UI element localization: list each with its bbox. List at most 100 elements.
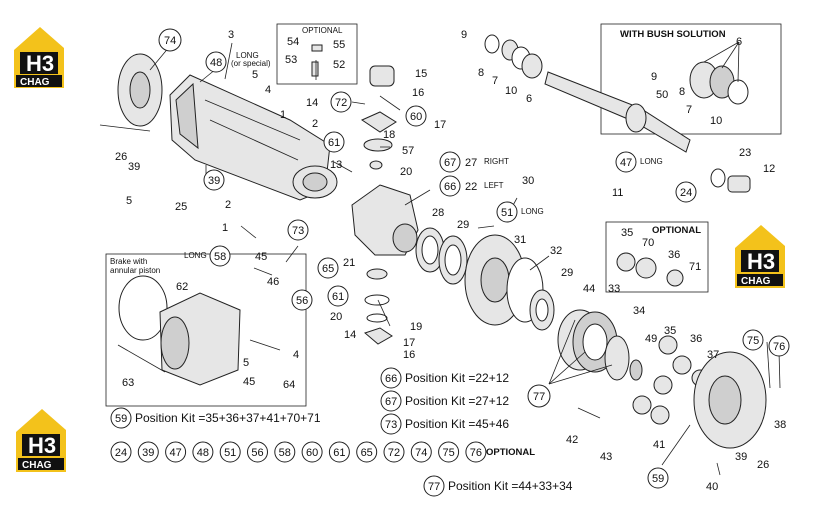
note-long: LONG <box>184 251 207 260</box>
callout-60: 60 <box>410 111 422 123</box>
callout-61: 61 <box>328 137 340 149</box>
kit-66-number: 66 <box>385 373 397 385</box>
logo-name-text: CHAG <box>20 77 50 88</box>
note-brake-1: Brake with <box>110 257 147 266</box>
callout-4: 4 <box>293 349 299 361</box>
callout-57: 57 <box>402 145 414 157</box>
callout-10: 10 <box>710 115 722 127</box>
callout-20: 20 <box>330 311 342 323</box>
hub-cover-41 <box>693 351 767 449</box>
optional-part-65: 65 <box>361 447 373 459</box>
callout-circle <box>496 201 518 223</box>
callout-6: 6 <box>736 36 742 48</box>
optional-part-circle <box>301 441 323 463</box>
optional-part-circle <box>410 441 432 463</box>
callout-71: 71 <box>689 261 701 273</box>
callout-5: 5 <box>243 357 249 369</box>
optional-part-39: 39 <box>142 447 154 459</box>
optional-part-74: 74 <box>415 447 427 459</box>
callout-59: 59 <box>652 473 664 485</box>
callout-2: 2 <box>225 199 231 211</box>
kit-59-text: Position Kit =35+36+37+41+70+71 <box>135 411 321 425</box>
steering-knuckle <box>351 184 419 256</box>
callout-70: 70 <box>642 237 654 249</box>
callout-51: 51 <box>501 207 513 219</box>
callout-61: 61 <box>332 291 344 303</box>
optional-part-56: 56 <box>251 447 263 459</box>
callout-37: 37 <box>707 349 719 361</box>
kit-77: 77 Position Kit =44+33+34 <box>423 475 573 497</box>
callout-47: 47 <box>620 157 632 169</box>
note-right: RIGHT <box>484 157 509 166</box>
callout-72: 72 <box>335 97 347 109</box>
callout-28: 28 <box>432 207 444 219</box>
callout-31: 31 <box>514 234 526 246</box>
callout-7: 7 <box>492 75 498 87</box>
callout-39: 39 <box>735 451 747 463</box>
callout-54: 54 <box>287 36 299 48</box>
planet-gears <box>632 335 709 425</box>
callout-26: 26 <box>757 459 769 471</box>
lower-pivot-parts <box>363 268 393 345</box>
axle-housing <box>169 74 338 201</box>
callout-9: 9 <box>461 29 467 41</box>
callout-42: 42 <box>566 434 578 446</box>
callout-circle <box>158 28 182 52</box>
callout-46: 46 <box>267 276 279 288</box>
callout-55: 55 <box>333 39 345 51</box>
drive-shaft <box>544 71 691 153</box>
optional-part-circle <box>137 441 159 463</box>
callout-52: 52 <box>333 59 345 71</box>
callout-14: 14 <box>306 97 318 109</box>
callout-10: 10 <box>505 85 517 97</box>
callout-11: 11 <box>612 187 623 199</box>
callout-67: 67 <box>444 157 456 169</box>
logo-bottom-left: H3 CHAG <box>16 409 66 472</box>
note-optional-gear: OPTIONAL <box>652 225 701 236</box>
callout-29: 29 <box>457 219 469 231</box>
callout-18: 18 <box>383 129 395 141</box>
note-left: LEFT <box>484 181 504 190</box>
callout-77: 77 <box>533 391 545 403</box>
callout-5: 5 <box>252 69 258 81</box>
optional-part-51: 51 <box>224 447 236 459</box>
kit-66-text: Position Kit =22+12 <box>405 371 509 385</box>
brake-disc-74 <box>117 53 163 127</box>
callout-32: 32 <box>550 245 562 257</box>
optional-part-circle <box>247 441 268 463</box>
callout-49: 49 <box>645 333 657 345</box>
optional-part-61: 61 <box>333 447 345 459</box>
seal-rings-28-29 <box>415 227 468 285</box>
callout-circle <box>742 329 764 351</box>
logo-h3-text: H3 <box>747 249 775 274</box>
callout-73: 73 <box>292 225 304 237</box>
callout-circle <box>287 219 309 241</box>
note-with-bush: WITH BUSH SOLUTION <box>620 29 726 40</box>
callout-35: 35 <box>621 227 633 239</box>
callout-62: 62 <box>176 281 188 293</box>
kit-77-text: Position Kit =44+33+34 <box>448 479 573 493</box>
callout-circle <box>527 384 551 408</box>
optional-part-48: 48 <box>197 447 209 459</box>
callout-27: 27 <box>465 157 477 169</box>
kit-59: 59 Position Kit =35+36+37+41+70+71 <box>110 407 321 429</box>
callout-circle <box>323 131 345 153</box>
optional-part-circle <box>110 441 132 463</box>
optional-box-top <box>276 23 358 85</box>
callout-circle <box>291 289 313 311</box>
kit-59-number: 59 <box>115 413 127 425</box>
note-long: LONG <box>521 207 544 216</box>
callout-5: 5 <box>126 195 132 207</box>
callout-9: 9 <box>651 71 657 83</box>
callout-17: 17 <box>403 337 415 349</box>
kit-67-text: Position Kit =27+12 <box>405 394 509 408</box>
callout-13: 13 <box>330 159 342 171</box>
optional-part-58: 58 <box>279 447 291 459</box>
optional-gear-box <box>605 221 709 293</box>
kit-73-number: 73 <box>385 419 397 431</box>
callout-33: 33 <box>608 283 620 295</box>
upper-pivot-parts <box>360 65 397 170</box>
optional-part-circle <box>328 441 350 463</box>
callout-29: 29 <box>561 267 573 279</box>
